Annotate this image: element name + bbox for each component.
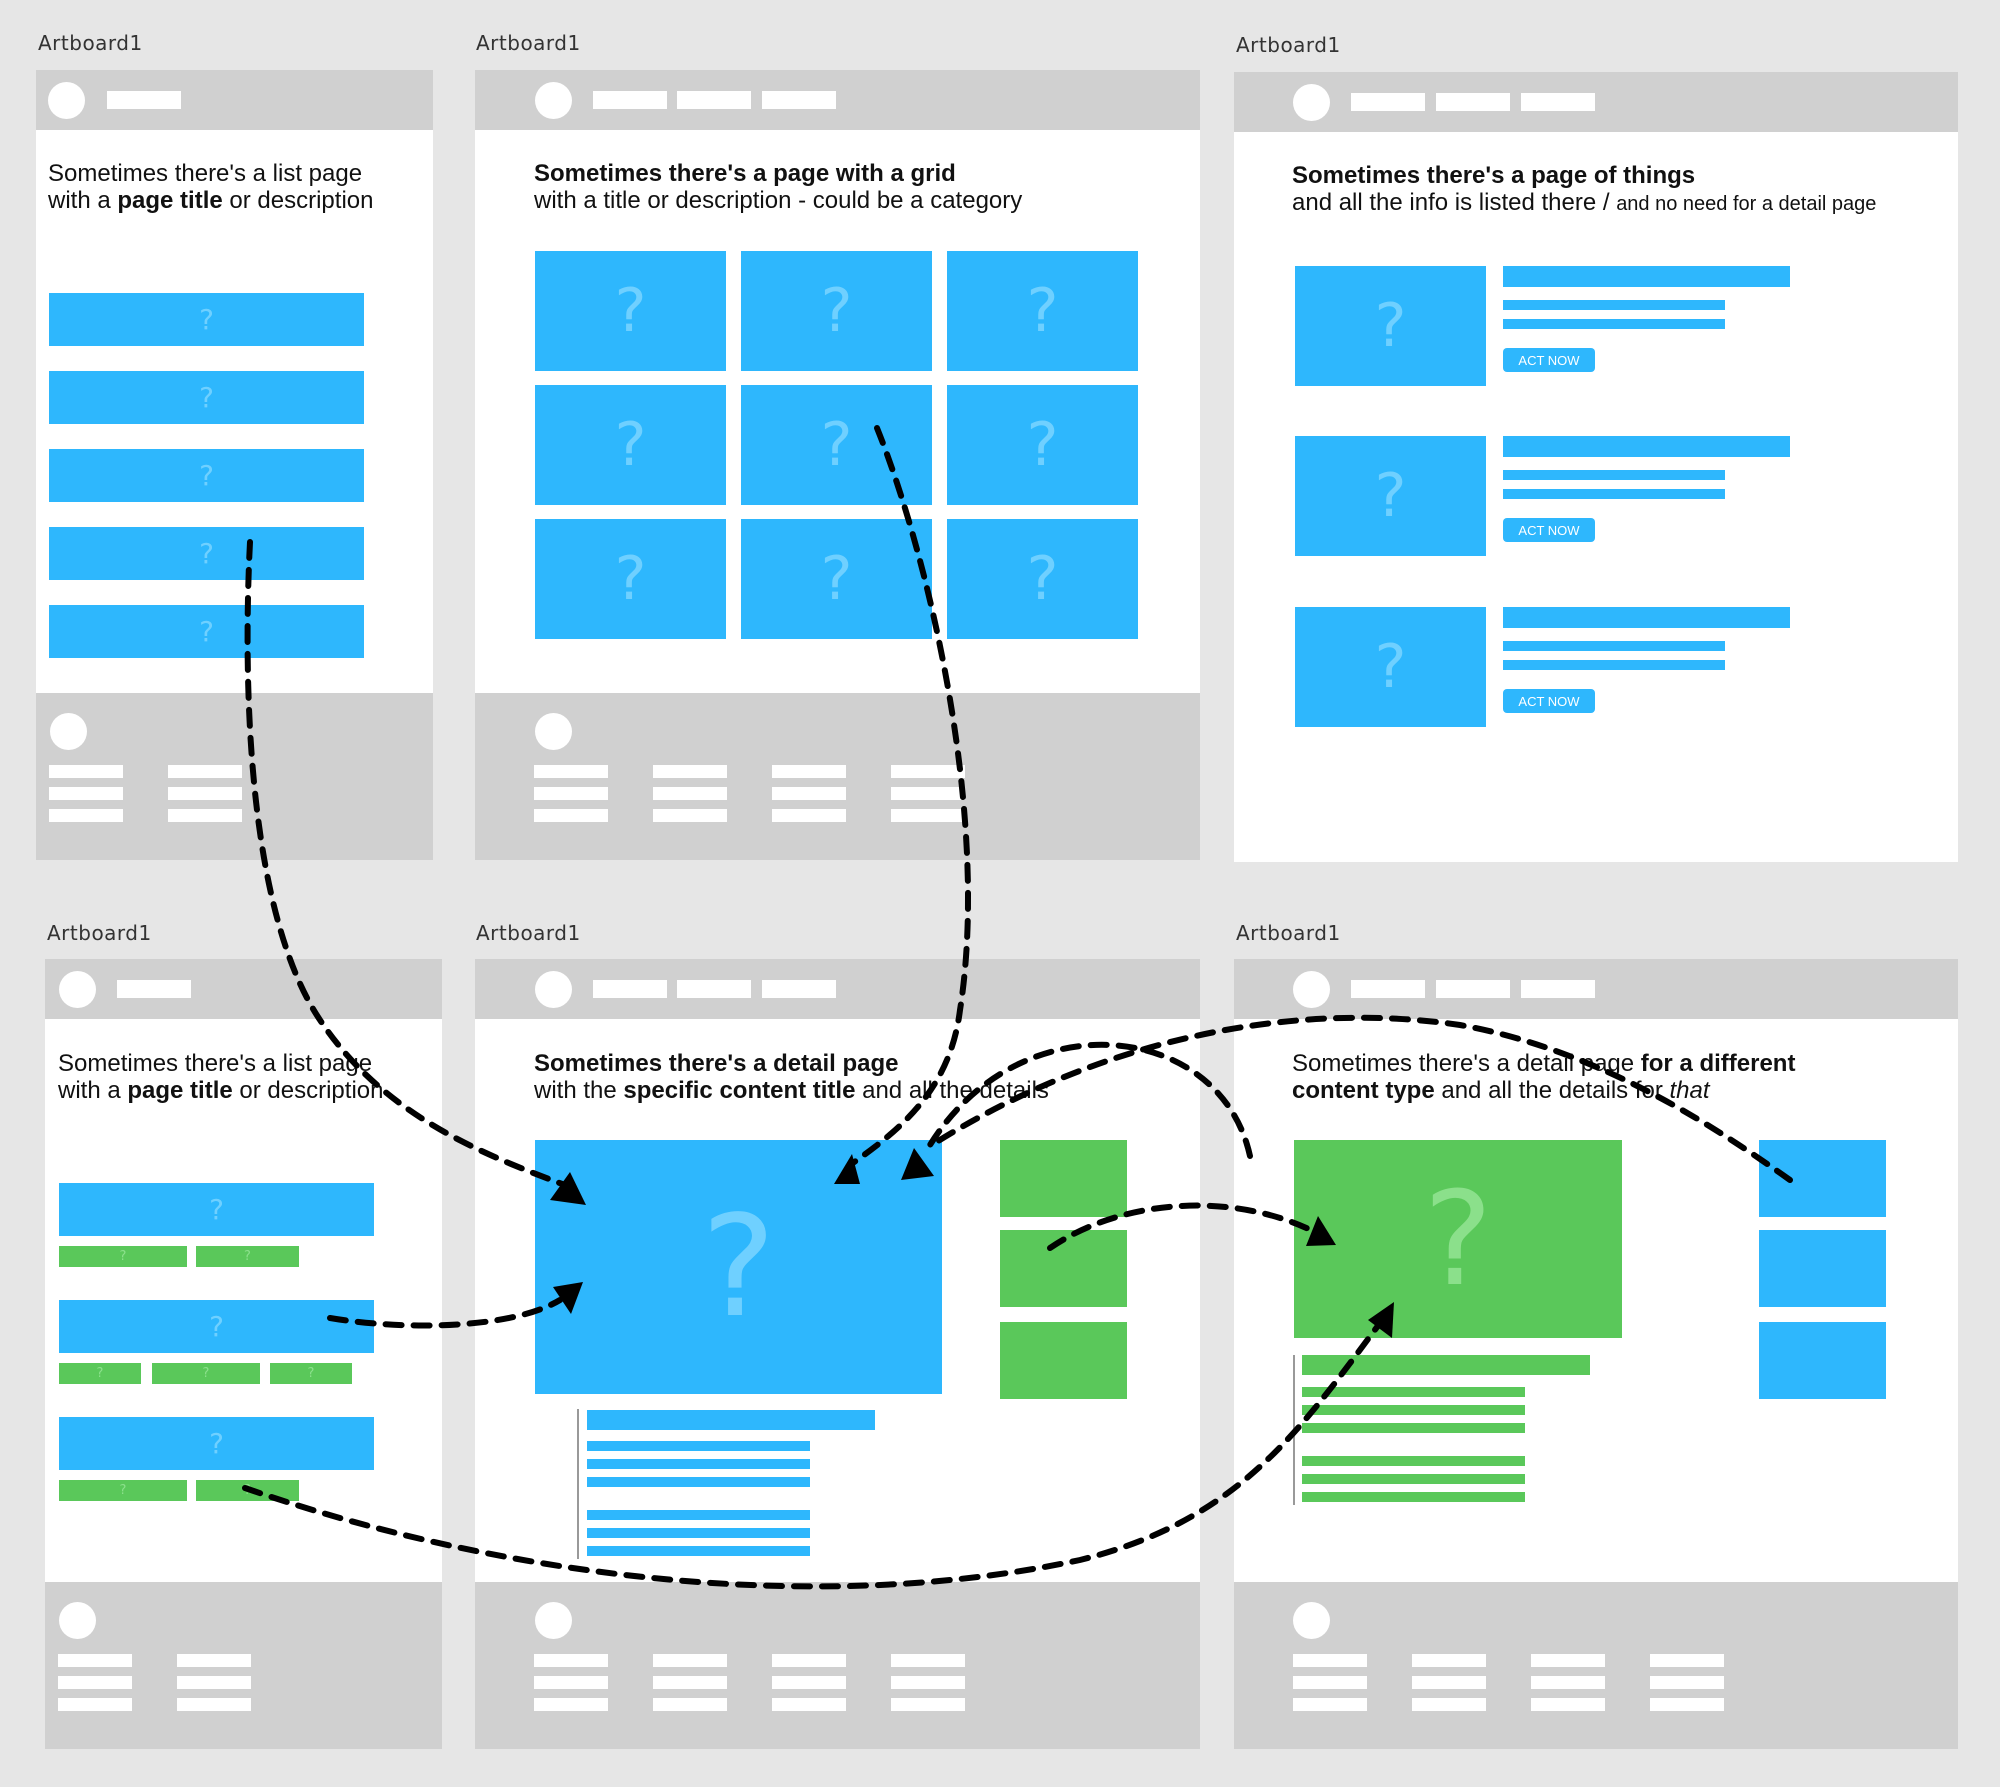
footer-bar bbox=[475, 1582, 1200, 1749]
header-bar bbox=[36, 70, 433, 130]
footer-logo-circle bbox=[535, 713, 572, 750]
header-bar bbox=[475, 959, 1200, 1019]
list-item: ? bbox=[49, 605, 364, 658]
related-tile bbox=[1759, 1230, 1886, 1307]
page-description: Sometimes there's a detail page with the… bbox=[534, 1050, 1049, 1104]
page-description: Sometimes there's a detail page for a di… bbox=[1292, 1050, 1796, 1104]
header-bar bbox=[1234, 959, 1958, 1019]
grid-tile: ? bbox=[535, 385, 726, 505]
thing-image: ? bbox=[1295, 266, 1486, 386]
arrow-tags-to-alt bbox=[242, 1320, 1383, 1590]
artboard-grid-page: Sometimes there's a page with a grid wit… bbox=[475, 70, 1200, 860]
artboard-label: Artboard1 bbox=[1236, 921, 1341, 945]
footer-bar bbox=[45, 1582, 442, 1749]
artboard-things-page: Sometimes there's a page of things and a… bbox=[1234, 72, 1958, 862]
tag: ? bbox=[59, 1363, 141, 1384]
artboard-label: Artboard1 bbox=[476, 31, 581, 55]
artboard-detail-page: Sometimes there's a detail page with the… bbox=[475, 959, 1200, 1749]
footer-logo-circle bbox=[1293, 1602, 1330, 1639]
thing-image: ? bbox=[1295, 436, 1486, 556]
grid-tile: ? bbox=[535, 251, 726, 371]
artboard-detail-page-alt: Sometimes there's a detail page for a di… bbox=[1234, 959, 1958, 1749]
footer-bar bbox=[1234, 1582, 1958, 1749]
hero-image: ? bbox=[535, 1140, 942, 1394]
arrowhead bbox=[834, 1154, 860, 1184]
footer-logo-circle bbox=[535, 1602, 572, 1639]
logo-circle bbox=[59, 971, 96, 1008]
logo-circle bbox=[48, 82, 85, 119]
footer-logo-circle bbox=[50, 713, 87, 750]
related-tile bbox=[1759, 1140, 1886, 1217]
tag: ? bbox=[196, 1246, 299, 1267]
page-description: Sometimes there's a list page with a pag… bbox=[58, 1050, 384, 1104]
artboard-label: Artboard1 bbox=[476, 921, 581, 945]
grid-tile: ? bbox=[947, 519, 1138, 639]
page-description: Sometimes there's a page with a grid wit… bbox=[534, 160, 1023, 214]
arrowhead bbox=[550, 1172, 586, 1205]
arrow-list-row-to-detail bbox=[327, 1297, 563, 1329]
artboard-list-page-tags: Sometimes there's a list page with a pag… bbox=[45, 959, 442, 1749]
list-item: ? bbox=[59, 1183, 374, 1236]
artboard-label: Artboard1 bbox=[47, 921, 152, 945]
arrow-list-to-detail bbox=[244, 539, 568, 1188]
tag: ? bbox=[59, 1246, 187, 1267]
grid-tile: ? bbox=[741, 519, 932, 639]
grid-tile: ? bbox=[947, 385, 1138, 505]
arrowhead bbox=[901, 1148, 934, 1180]
list-item: ? bbox=[59, 1417, 374, 1470]
header-bar bbox=[1234, 72, 1958, 132]
hero-image: ? bbox=[1294, 1140, 1622, 1338]
arrow-detail-to-alt bbox=[927, 1041, 1253, 1159]
logo-circle bbox=[535, 971, 572, 1008]
act-now-button[interactable]: ACT NOW bbox=[1503, 348, 1595, 372]
artboard-label: Artboard1 bbox=[38, 31, 143, 55]
arrowhead bbox=[553, 1282, 583, 1314]
logo-circle bbox=[1293, 971, 1330, 1008]
grid-tile: ? bbox=[535, 519, 726, 639]
arrowhead bbox=[1368, 1302, 1394, 1338]
artboard-list-page: Sometimes there's a list page with a pag… bbox=[36, 70, 433, 860]
tag: ? bbox=[270, 1363, 352, 1384]
thing-image: ? bbox=[1295, 607, 1486, 727]
related-tile bbox=[1000, 1140, 1127, 1217]
page-description: Sometimes there's a page of things and a… bbox=[1292, 162, 1877, 216]
nav-item bbox=[107, 91, 181, 109]
related-tile bbox=[1759, 1322, 1886, 1399]
footer-logo-circle bbox=[59, 1602, 96, 1639]
arrowhead bbox=[1306, 1216, 1336, 1246]
header-bar bbox=[475, 70, 1200, 130]
related-tile bbox=[1000, 1322, 1127, 1399]
arrow-grid-to-detail bbox=[847, 425, 971, 1168]
grid-tile: ? bbox=[947, 251, 1138, 371]
arrow-alt-top bbox=[932, 1014, 1793, 1183]
act-now-button[interactable]: ACT NOW bbox=[1503, 689, 1595, 713]
logo-circle bbox=[535, 82, 572, 119]
footer-bar bbox=[475, 693, 1200, 860]
header-bar bbox=[45, 959, 442, 1019]
footer-bar bbox=[36, 693, 433, 860]
tag: ? bbox=[59, 1480, 187, 1501]
list-item: ? bbox=[59, 1300, 374, 1353]
logo-circle bbox=[1293, 84, 1330, 121]
list-item: ? bbox=[49, 293, 364, 346]
act-now-button[interactable]: ACT NOW bbox=[1503, 518, 1595, 542]
list-item: ? bbox=[49, 449, 364, 502]
page-description: Sometimes there's a list page with a pag… bbox=[48, 160, 374, 214]
tag: ? bbox=[152, 1363, 260, 1384]
list-item: ? bbox=[49, 371, 364, 424]
grid-tile: ? bbox=[741, 251, 932, 371]
list-item: ? bbox=[49, 527, 364, 580]
artboard-label: Artboard1 bbox=[1236, 33, 1341, 57]
arrow-related-to-alt-hero bbox=[1047, 1202, 1318, 1251]
